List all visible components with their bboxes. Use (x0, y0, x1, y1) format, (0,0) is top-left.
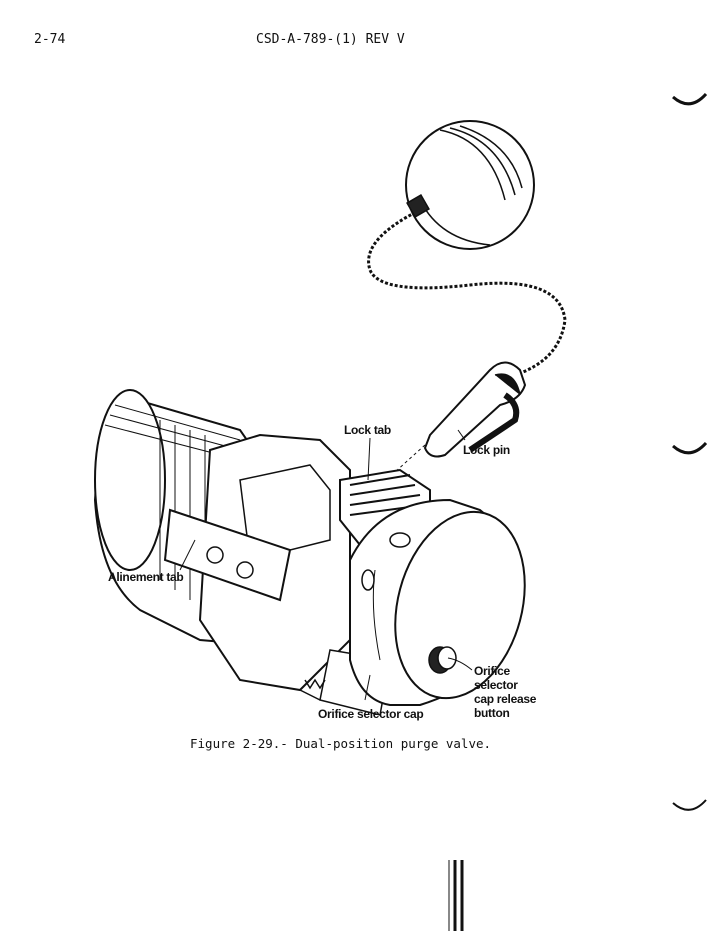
orifice-selector-cap-label: Orifice selector cap (318, 707, 424, 721)
release-label-line: button (474, 706, 510, 720)
orifice-selector-cap (349, 498, 526, 706)
figure-caption: Figure 2-29.- Dual-position purge valve. (190, 736, 492, 751)
lanyard-cable (367, 208, 567, 377)
alinement-tab-label: Alinement tab (108, 570, 184, 584)
lock-tab-label: Lock tab (344, 423, 391, 437)
release-button-label: Orifice selector cap release button (474, 664, 536, 720)
release-button (428, 646, 457, 674)
page-number: 2-74 (34, 32, 66, 47)
ball-handle (405, 120, 535, 250)
lock-pin (423, 361, 527, 458)
release-label-line: selector (474, 678, 518, 692)
release-label-line: cap release (474, 692, 537, 706)
alinement-tab (163, 508, 292, 602)
document-id: CSD-A-789-(1) REV V (256, 32, 405, 47)
lock-pin-label: Lock pin (463, 443, 510, 457)
release-label-line: Orifice (474, 664, 510, 678)
